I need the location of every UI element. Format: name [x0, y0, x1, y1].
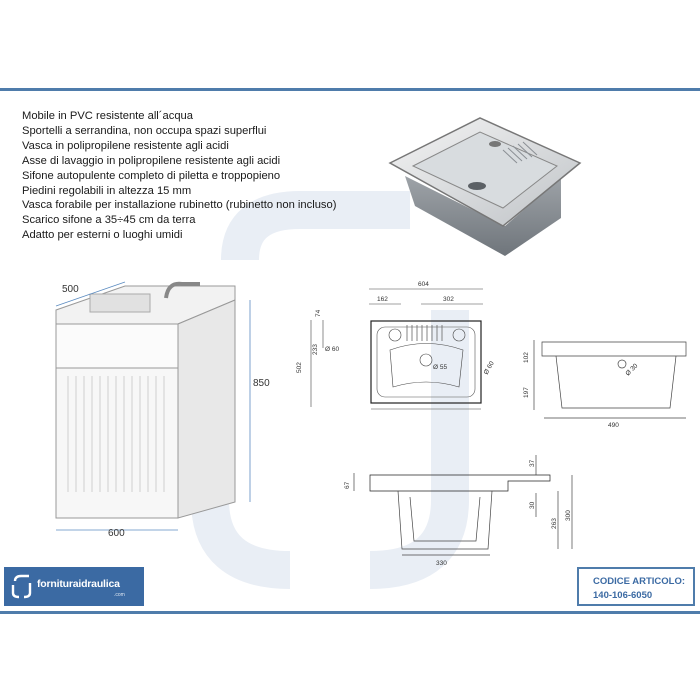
front-total-height-label: 300 — [565, 510, 572, 521]
front-view-drawing: 67 37 30 263 300 330 — [344, 455, 573, 567]
hole-center-label: Ø 55 — [433, 364, 447, 371]
hole-right-label: Ø 60 — [483, 360, 496, 376]
cabinet-drawing: 500 850 600 — [55, 281, 270, 539]
article-code-label: CODICE ARTICOLO: — [593, 576, 686, 587]
article-code-box: CODICE ARTICOLO: 140-106-6050 — [577, 567, 695, 606]
side-hole-label: Ø 30 — [624, 362, 639, 377]
top-width-label: 604 — [418, 281, 429, 288]
feature-item: Sifone autopulente completo di piletta e… — [22, 169, 281, 182]
side-view-drawing: 102 197 490 Ø 30 — [523, 340, 687, 429]
brand-icon — [11, 574, 32, 599]
sink-product-image — [388, 117, 582, 256]
feature-item: Scarico sifone a 35÷45 cm da terra — [22, 214, 196, 227]
feature-item: Asse di lavaggio in polipropilene resist… — [22, 154, 281, 167]
side-depth-label: 197 — [523, 387, 530, 398]
total-depth-label: 502 — [296, 362, 303, 373]
cabinet-width-label: 600 — [108, 528, 125, 539]
side-width-label: 490 — [608, 422, 619, 429]
top-right-label: 302 — [443, 296, 454, 303]
feature-item: Sportelli a serrandina, non occupa spazi… — [22, 124, 267, 137]
front-base-width-label: 330 — [436, 560, 447, 567]
top-left-label: 162 — [377, 296, 388, 303]
feature-list: Mobile in PVC resistente all´acqua Sport… — [22, 109, 336, 243]
feature-item: Piedini regolabili in altezza 15 mm — [22, 184, 192, 197]
front-bottom-label: 30 — [529, 501, 536, 509]
article-code-value: 140-106-6050 — [593, 590, 653, 601]
feature-item: Vasca forabile per installazione rubinet… — [22, 199, 337, 212]
top-view-drawing: 604 162 302 74 233 502 Ø 60 Ø 55 Ø 60 — [296, 281, 496, 410]
cabinet-depth-label: 500 — [62, 284, 79, 295]
feature-item: Vasca in polipropilene resistente agli a… — [22, 139, 229, 152]
feature-item: Mobile in PVC resistente all´acqua — [22, 110, 194, 122]
hole-left-label: Ø 60 — [325, 346, 339, 353]
cabinet-height-label: 850 — [253, 378, 270, 389]
front-top-label: 37 — [529, 459, 536, 467]
content-frame — [0, 88, 700, 614]
feature-item: Adatto per esterni o luoghi umidi — [22, 229, 183, 242]
front-inner-height-label: 263 — [551, 518, 558, 529]
side-rim-label: 102 — [523, 352, 530, 363]
upper-depth-label: 233 — [312, 344, 319, 355]
front-rim-label: 67 — [344, 481, 351, 489]
top-offset-label: 74 — [315, 309, 322, 317]
brand-logo-block: forniturаidraulica .com — [4, 567, 144, 606]
brand-name: forniturаidraulica — [37, 578, 120, 590]
brand-suffix: .com — [114, 592, 125, 598]
